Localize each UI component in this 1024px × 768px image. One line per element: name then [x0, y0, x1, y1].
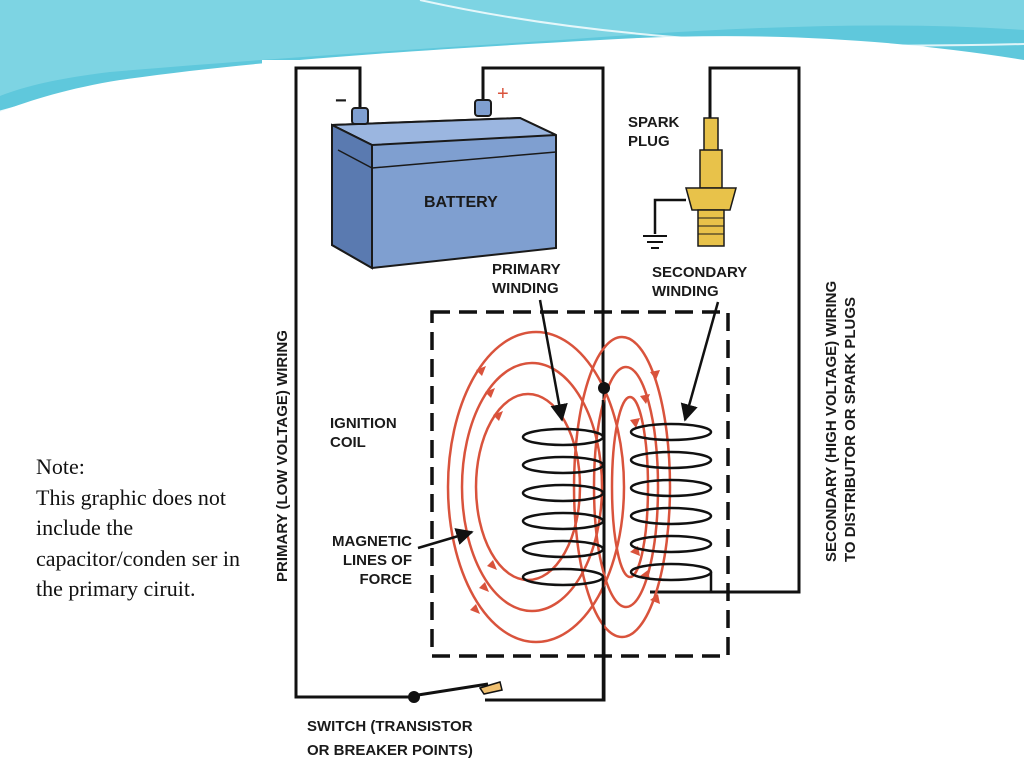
note-text: Note: This graphic does not include the … — [36, 454, 241, 601]
primary-winding-label-2: WINDING — [492, 280, 559, 297]
magnetic-lines-label-2: LINES OF — [343, 552, 412, 569]
spark-plug-label-2: PLUG — [628, 133, 670, 150]
label-pointers — [417, 299, 720, 550]
ignition-system-diagram: BATTERY − + SPARK PLUG — [262, 60, 862, 768]
coil-junction-dot — [598, 382, 610, 394]
ignition-coil-label-2: COIL — [330, 434, 366, 451]
secondary-wiring-circuit — [650, 66, 801, 594]
magnetic-lines-label: MAGNETIC — [332, 533, 412, 550]
secondary-wiring-label-2: TO DISTRIBUTOR OR SPARK PLUGS — [842, 297, 859, 562]
battery: BATTERY − + — [331, 83, 557, 270]
secondary-wiring-label: SECONDARY (HIGH VOLTAGE) WIRING — [823, 281, 840, 562]
spark-plug: SPARK PLUG — [628, 114, 737, 249]
secondary-winding-label: SECONDARY — [652, 264, 747, 281]
primary-winding-label: PRIMARY — [492, 261, 561, 278]
primary-wiring-label: PRIMARY (LOW VOLTAGE) WIRING — [274, 330, 291, 582]
positive-terminal-label: + — [497, 83, 509, 105]
switch — [408, 681, 503, 703]
negative-terminal-label: − — [335, 90, 347, 112]
magnetic-lines-label-3: FORCE — [360, 571, 413, 588]
primary-winding-coil — [521, 400, 605, 700]
battery-label: BATTERY — [424, 194, 498, 211]
ignition-coil-box — [430, 310, 730, 658]
secondary-winding-coil — [629, 422, 713, 592]
ignition-coil-label: IGNITION — [330, 415, 397, 432]
magnetic-field-lines — [446, 330, 672, 644]
switch-label: SWITCH (TRANSISTOR — [307, 718, 473, 735]
secondary-winding-label-2: WINDING — [652, 283, 719, 300]
switch-label-2: OR BREAKER POINTS) — [307, 742, 473, 759]
banner-decoration — [0, 0, 1024, 114]
spark-plug-label: SPARK — [628, 114, 680, 131]
